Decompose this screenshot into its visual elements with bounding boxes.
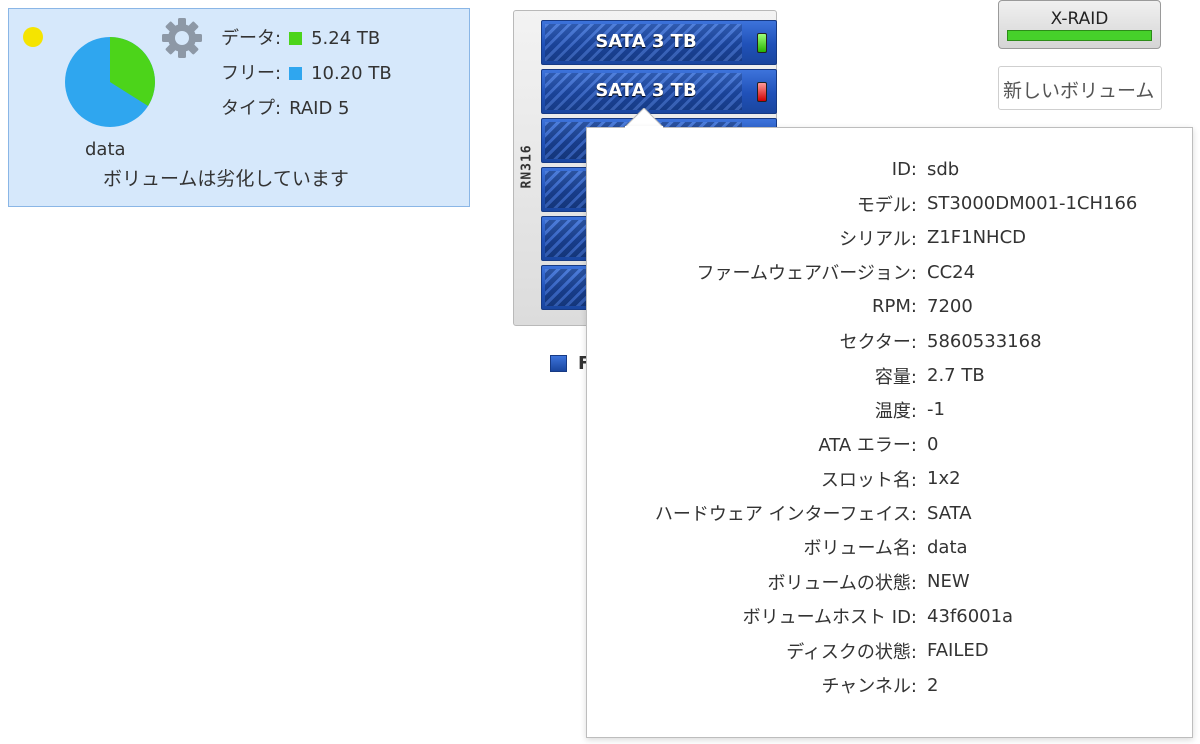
disk-info-row: チャンネル: 2 — [587, 668, 1192, 702]
disk-info-key: チャンネル: — [821, 676, 917, 698]
disk-info-value: sdb — [927, 158, 960, 180]
pie-data-slice — [110, 37, 155, 106]
disk-info-row: ボリュームの状態: NEW — [587, 565, 1192, 599]
legend-free-swatch — [289, 67, 303, 80]
disk-info-value: NEW — [927, 571, 970, 593]
disk-bay-2[interactable]: SATA 3 TB — [541, 69, 777, 114]
volume-usage-pie-chart — [65, 37, 155, 127]
disk-info-row: 温度: -1 — [587, 393, 1192, 427]
disk-info-row: ファームウェアバージョン: CC24 — [587, 255, 1192, 289]
disk-info-row: ATA エラー: 0 — [587, 427, 1192, 461]
volume-status-dot — [23, 27, 43, 47]
disk-info-row: モデル: ST3000DM001-1CH166 — [587, 186, 1192, 220]
disk-info-value: 1x2 — [927, 468, 961, 490]
disk-info-key: ID: — [891, 158, 917, 180]
disk-info-value: -1 — [927, 399, 945, 421]
disk-info-row: シリアル: Z1F1NHCD — [587, 221, 1192, 255]
xraid-label: X-RAID — [1050, 9, 1109, 29]
disk-info-value: CC24 — [927, 261, 976, 283]
xraid-status-bar — [1007, 30, 1152, 41]
bay-1-status-led — [757, 33, 767, 53]
disk-info-popover: ID: sdb モデル: ST3000DM001-1CH166 シリアル: Z1F1NHC… — [586, 127, 1193, 738]
disk-info-value: 5860533168 — [927, 330, 1042, 352]
chassis-model-label: RN316 — [519, 144, 535, 189]
disk-info-key: セクター: — [839, 332, 917, 354]
legend-data-row: データ: 5.24 TB — [221, 21, 392, 56]
new-volume-button[interactable]: 新しいボリューム — [998, 66, 1162, 110]
disk-info-value: ST3000DM001-1CH166 — [927, 193, 1138, 215]
disk-info-value: 0 — [927, 433, 939, 455]
disk-info-row: ハードウェア インターフェイス: SATA — [587, 496, 1192, 530]
disk-info-key: スロット名: — [820, 469, 917, 491]
disk-info-value: 2.7 TB — [927, 365, 985, 387]
disk-info-value: 7200 — [927, 296, 973, 318]
legend-type-label: タイプ: — [221, 98, 282, 119]
disk-info-value: 2 — [927, 674, 939, 696]
disk-info-key: RPM: — [872, 296, 917, 318]
disk-info-key: 温度: — [874, 400, 917, 422]
disk-info-row: ディスクの状態: FAILED — [587, 633, 1192, 667]
legend-data-label: データ: — [221, 28, 282, 49]
disk-info-key: モデル: — [856, 194, 917, 216]
disk-info-value: FAILED — [927, 640, 989, 662]
bay-2-label: SATA 3 TB — [595, 80, 697, 101]
disk-info-value: SATA — [927, 502, 972, 524]
volume-name: data — [85, 139, 126, 160]
disk-info-key: ファームウェアバージョン: — [696, 263, 917, 285]
legend-free-value: 10.20 TB — [311, 63, 392, 84]
volume-legend: データ: 5.24 TB フリー: 10.20 TB タイプ: RAID 5 — [221, 21, 392, 126]
xraid-button[interactable]: X-RAID — [998, 0, 1161, 49]
disk-info-row: ボリュームホスト ID: 43f6001a — [587, 599, 1192, 633]
disk-info-key: ボリューム名: — [803, 538, 917, 560]
chassis-legend-swatch — [550, 355, 567, 372]
disk-info-row: RPM: 7200 — [587, 290, 1192, 324]
disk-info-key: ボリュームの状態: — [767, 572, 917, 594]
legend-type-row: タイプ: RAID 5 — [221, 91, 392, 126]
disk-info-row: ボリューム名: data — [587, 530, 1192, 564]
disk-info-value: 43f6001a — [927, 605, 1014, 627]
disk-info-key: ハードウェア インターフェイス: — [654, 504, 917, 526]
legend-free-label: フリー: — [221, 63, 282, 84]
legend-data-swatch — [289, 32, 303, 45]
volume-card[interactable]: データ: 5.24 TB フリー: 10.20 TB タイプ: RAID 5 d… — [8, 8, 470, 207]
legend-free-row: フリー: 10.20 TB — [221, 56, 392, 91]
disk-info-value: data — [927, 536, 968, 558]
bay-2-status-led — [757, 82, 767, 102]
disk-info-list: ID: sdb モデル: ST3000DM001-1CH166 シリアル: Z1F1NHC… — [587, 152, 1192, 702]
disk-info-row: 容量: 2.7 TB — [587, 358, 1192, 392]
disk-info-row: セクター: 5860533168 — [587, 324, 1192, 358]
disk-info-key: 容量: — [874, 366, 917, 388]
bay-1-label: SATA 3 TB — [595, 31, 697, 52]
disk-bay-1[interactable]: SATA 3 TB — [541, 20, 777, 65]
volume-status-text: ボリュームは劣化しています — [103, 168, 349, 190]
popover-arrow-cover — [625, 126, 663, 130]
disk-info-key: シリアル: — [839, 228, 917, 250]
legend-data-value: 5.24 TB — [311, 28, 381, 49]
disk-info-key: ボリュームホスト ID: — [742, 607, 917, 629]
disk-info-row: ID: sdb — [587, 152, 1192, 186]
gear-icon[interactable] — [159, 15, 205, 61]
disk-info-key: ディスクの状態: — [786, 641, 917, 663]
legend-type-value: RAID 5 — [289, 98, 350, 119]
disk-info-key: ATA エラー: — [818, 435, 917, 457]
disk-info-row: スロット名: 1x2 — [587, 462, 1192, 496]
disk-info-value: Z1F1NHCD — [927, 227, 1027, 249]
